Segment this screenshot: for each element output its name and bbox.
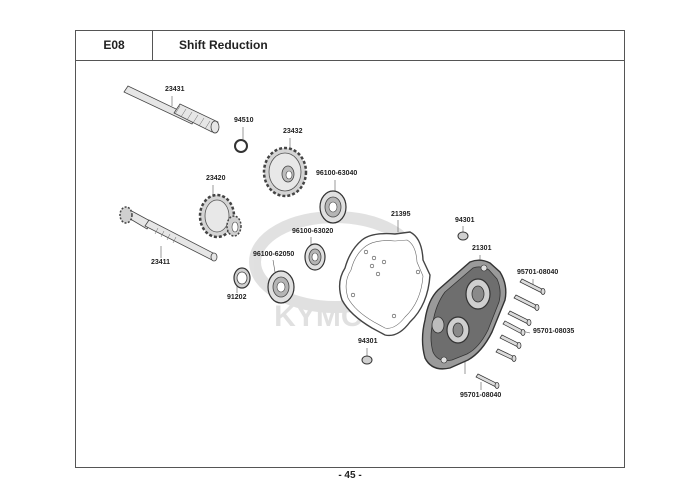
dowel-pin-94301-lower bbox=[361, 355, 373, 365]
shaft-23431 bbox=[123, 85, 220, 134]
label-23431: 23431 bbox=[165, 86, 185, 93]
dowel-pin-94301-upper bbox=[457, 231, 469, 241]
bearing-96100-63020 bbox=[304, 243, 326, 271]
label-96100-63040: 96100-63040 bbox=[316, 170, 358, 177]
label-94301-lower: 94301 bbox=[358, 338, 378, 345]
header-bar: E08 Shift Reduction bbox=[76, 31, 624, 61]
label-96100-63020: 96100-63020 bbox=[292, 228, 334, 235]
gear-23420 bbox=[198, 193, 242, 239]
label-23420: 23420 bbox=[206, 175, 226, 182]
bearing-96100-62050 bbox=[267, 270, 295, 304]
circlip-94510 bbox=[234, 139, 248, 153]
shaft-23411 bbox=[119, 206, 218, 262]
cover-21301 bbox=[421, 259, 507, 370]
label-95701-08040-lower: 95701-08040 bbox=[460, 392, 502, 399]
label-23411: 23411 bbox=[151, 259, 171, 266]
label-91202: 91202 bbox=[227, 294, 247, 301]
bearing-96100-63040 bbox=[319, 190, 347, 224]
label-21395: 21395 bbox=[391, 211, 411, 218]
section-code: E08 bbox=[76, 31, 153, 60]
label-95701-08035: 95701-08035 bbox=[533, 328, 575, 335]
label-94301-upper: 94301 bbox=[455, 217, 475, 224]
label-23432: 23432 bbox=[283, 128, 303, 135]
gear-23432 bbox=[262, 146, 308, 198]
label-21301: 21301 bbox=[472, 245, 492, 252]
bolts-95701 bbox=[475, 278, 546, 389]
label-96100-62050: 96100-62050 bbox=[253, 251, 295, 258]
section-title: Shift Reduction bbox=[179, 38, 268, 52]
page-number: - 45 - bbox=[338, 470, 362, 481]
label-94510: 94510 bbox=[234, 117, 254, 124]
oil-seal-91202 bbox=[233, 267, 251, 289]
gasket-21395 bbox=[338, 231, 431, 337]
label-95701-08040-upper: 95701-08040 bbox=[517, 269, 559, 276]
diagram-frame: E08 Shift Reduction bbox=[75, 30, 625, 468]
